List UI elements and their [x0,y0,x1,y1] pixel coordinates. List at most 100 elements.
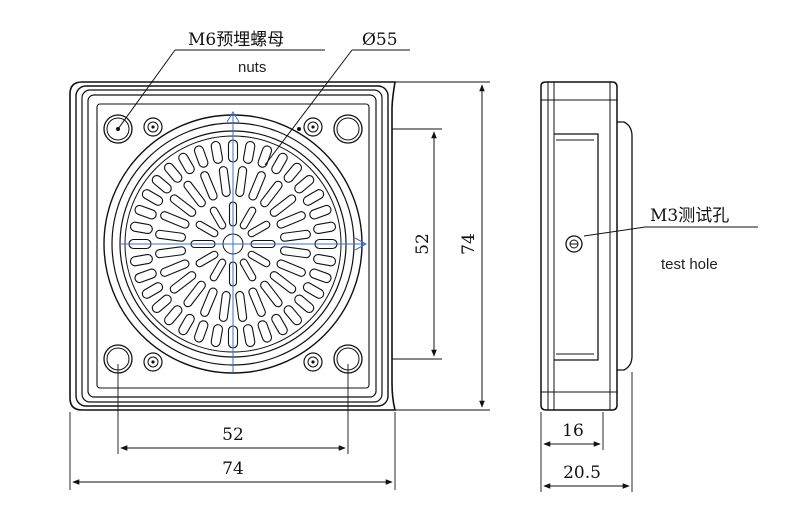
dim-16-text: 16 [562,421,584,441]
grille-slot-outer [309,268,332,284]
grille-slot-middle [160,259,190,277]
grille-slot-outer [294,174,315,194]
grille-slot-middle [200,287,218,317]
grille-slot-outer [141,282,164,299]
dim-hole-spacing-vertical [392,128,442,360]
grille-slot-outer [134,268,157,284]
dim-20-5-text: 20.5 [563,463,601,483]
dim-total-depth [543,372,633,492]
housing-rim-1 [75,85,389,407]
grille-slot-middle [260,180,283,208]
dim-52-vertical-text: 52 [413,233,433,255]
grille-slot-outer [294,294,315,314]
grille-slot-inner [247,250,271,268]
nuts-label-cn: M6预埋螺母 [188,30,284,50]
grille-slot-outer [302,282,325,299]
grille-slot-outer [134,204,157,220]
grille-slot-middle [260,280,283,308]
grille-slot-inner [195,250,219,268]
grille-slot-outer [163,162,183,183]
grille-slot-inner [209,206,227,230]
grille-slot-outer [193,145,209,168]
grille-slot-middle [248,287,266,317]
dim-overall-width [69,412,396,490]
screw-top-right [303,117,323,137]
grille-slot-middle [200,171,218,201]
grille-slot-outer [309,204,332,220]
side-front-cap [617,121,633,371]
grille-slot-middle [155,229,186,242]
grille-slot-middle [169,194,197,217]
dim-body-depth [540,412,604,492]
grille-slot-outer [313,253,337,267]
grille-slot-outer [271,152,288,175]
grille-slot-outer [242,324,256,348]
grille-slot-outer [129,253,153,267]
grille-slot-outer [151,174,172,194]
leader-nuts [116,49,325,131]
grille-slot-outer [210,324,224,348]
grille-slot-outer [151,294,172,314]
grille-slot-inner [239,206,257,230]
nut-top-right [333,114,363,144]
grille-slot-outer [178,152,195,175]
housing-rim-3 [87,94,377,398]
test-hole-icon [565,235,583,253]
nuts-label-en: nuts [238,59,266,76]
housing-rim-2 [81,89,383,403]
dim-74-horizontal-text: 74 [222,459,244,479]
grille-slot-outer [271,313,288,336]
grille-slot-middle [235,166,248,197]
grille-slot-middle [280,229,311,242]
grille-slot-outer [313,221,337,235]
dim-74-vertical-text: 74 [459,233,479,255]
grille-slot-middle [183,180,206,208]
grille-slot-outer [242,140,256,164]
grille-slot-outer [283,305,303,326]
grille-slot-middle [248,171,266,201]
grille-slot-outer [257,145,273,168]
grille-slot-outer [163,305,183,326]
dim-overall-height [395,81,490,411]
side-bracket-window [554,133,599,361]
grille-slot-outer [178,313,195,336]
grille-slot-inner [247,220,271,238]
grille-slot-outer [210,140,224,164]
dim-hole-spacing-horizontal [117,364,349,454]
grille-slot-inner [239,258,257,282]
grille-slot-middle [280,246,311,259]
test-hole-label-cn: M3测试孔 [650,206,729,226]
screw-bottom-left [143,352,163,372]
screw-bottom-right [303,352,323,372]
screw-top-left [143,117,163,137]
dim-52-horizontal-text: 52 [222,425,244,445]
test-hole-label-en: test hole [661,256,718,273]
grille-slot-inner [195,220,219,238]
grille-slot-middle [269,194,297,217]
grille-slot-middle [169,271,197,294]
grille-slot-middle [218,166,231,197]
grille-slot-outer [129,221,153,235]
grille-slot-outer [257,320,273,343]
front-view [69,81,397,411]
grille-slot-middle [218,291,231,322]
centerline-arrow-up [226,111,240,123]
grille-slot-middle [276,259,306,277]
grille-slot-outer [193,320,209,343]
grille-slot-middle [183,280,206,308]
grille-slot-middle [235,291,248,322]
centerline-arrow-right [354,237,368,251]
grille-slot-middle [155,246,186,259]
side-body-outline [540,81,618,411]
grille-slot-middle [276,211,306,229]
grille-slot-middle [160,211,190,229]
housing-inner-panel [96,103,370,389]
grille-slots [128,139,338,349]
grille-slot-outer [141,189,164,206]
grille-slot-outer [283,162,303,183]
nut-top-left [103,114,133,144]
grille-slot-inner [209,258,227,282]
side-view [540,81,633,411]
diameter-label: Ø55 [362,30,398,50]
